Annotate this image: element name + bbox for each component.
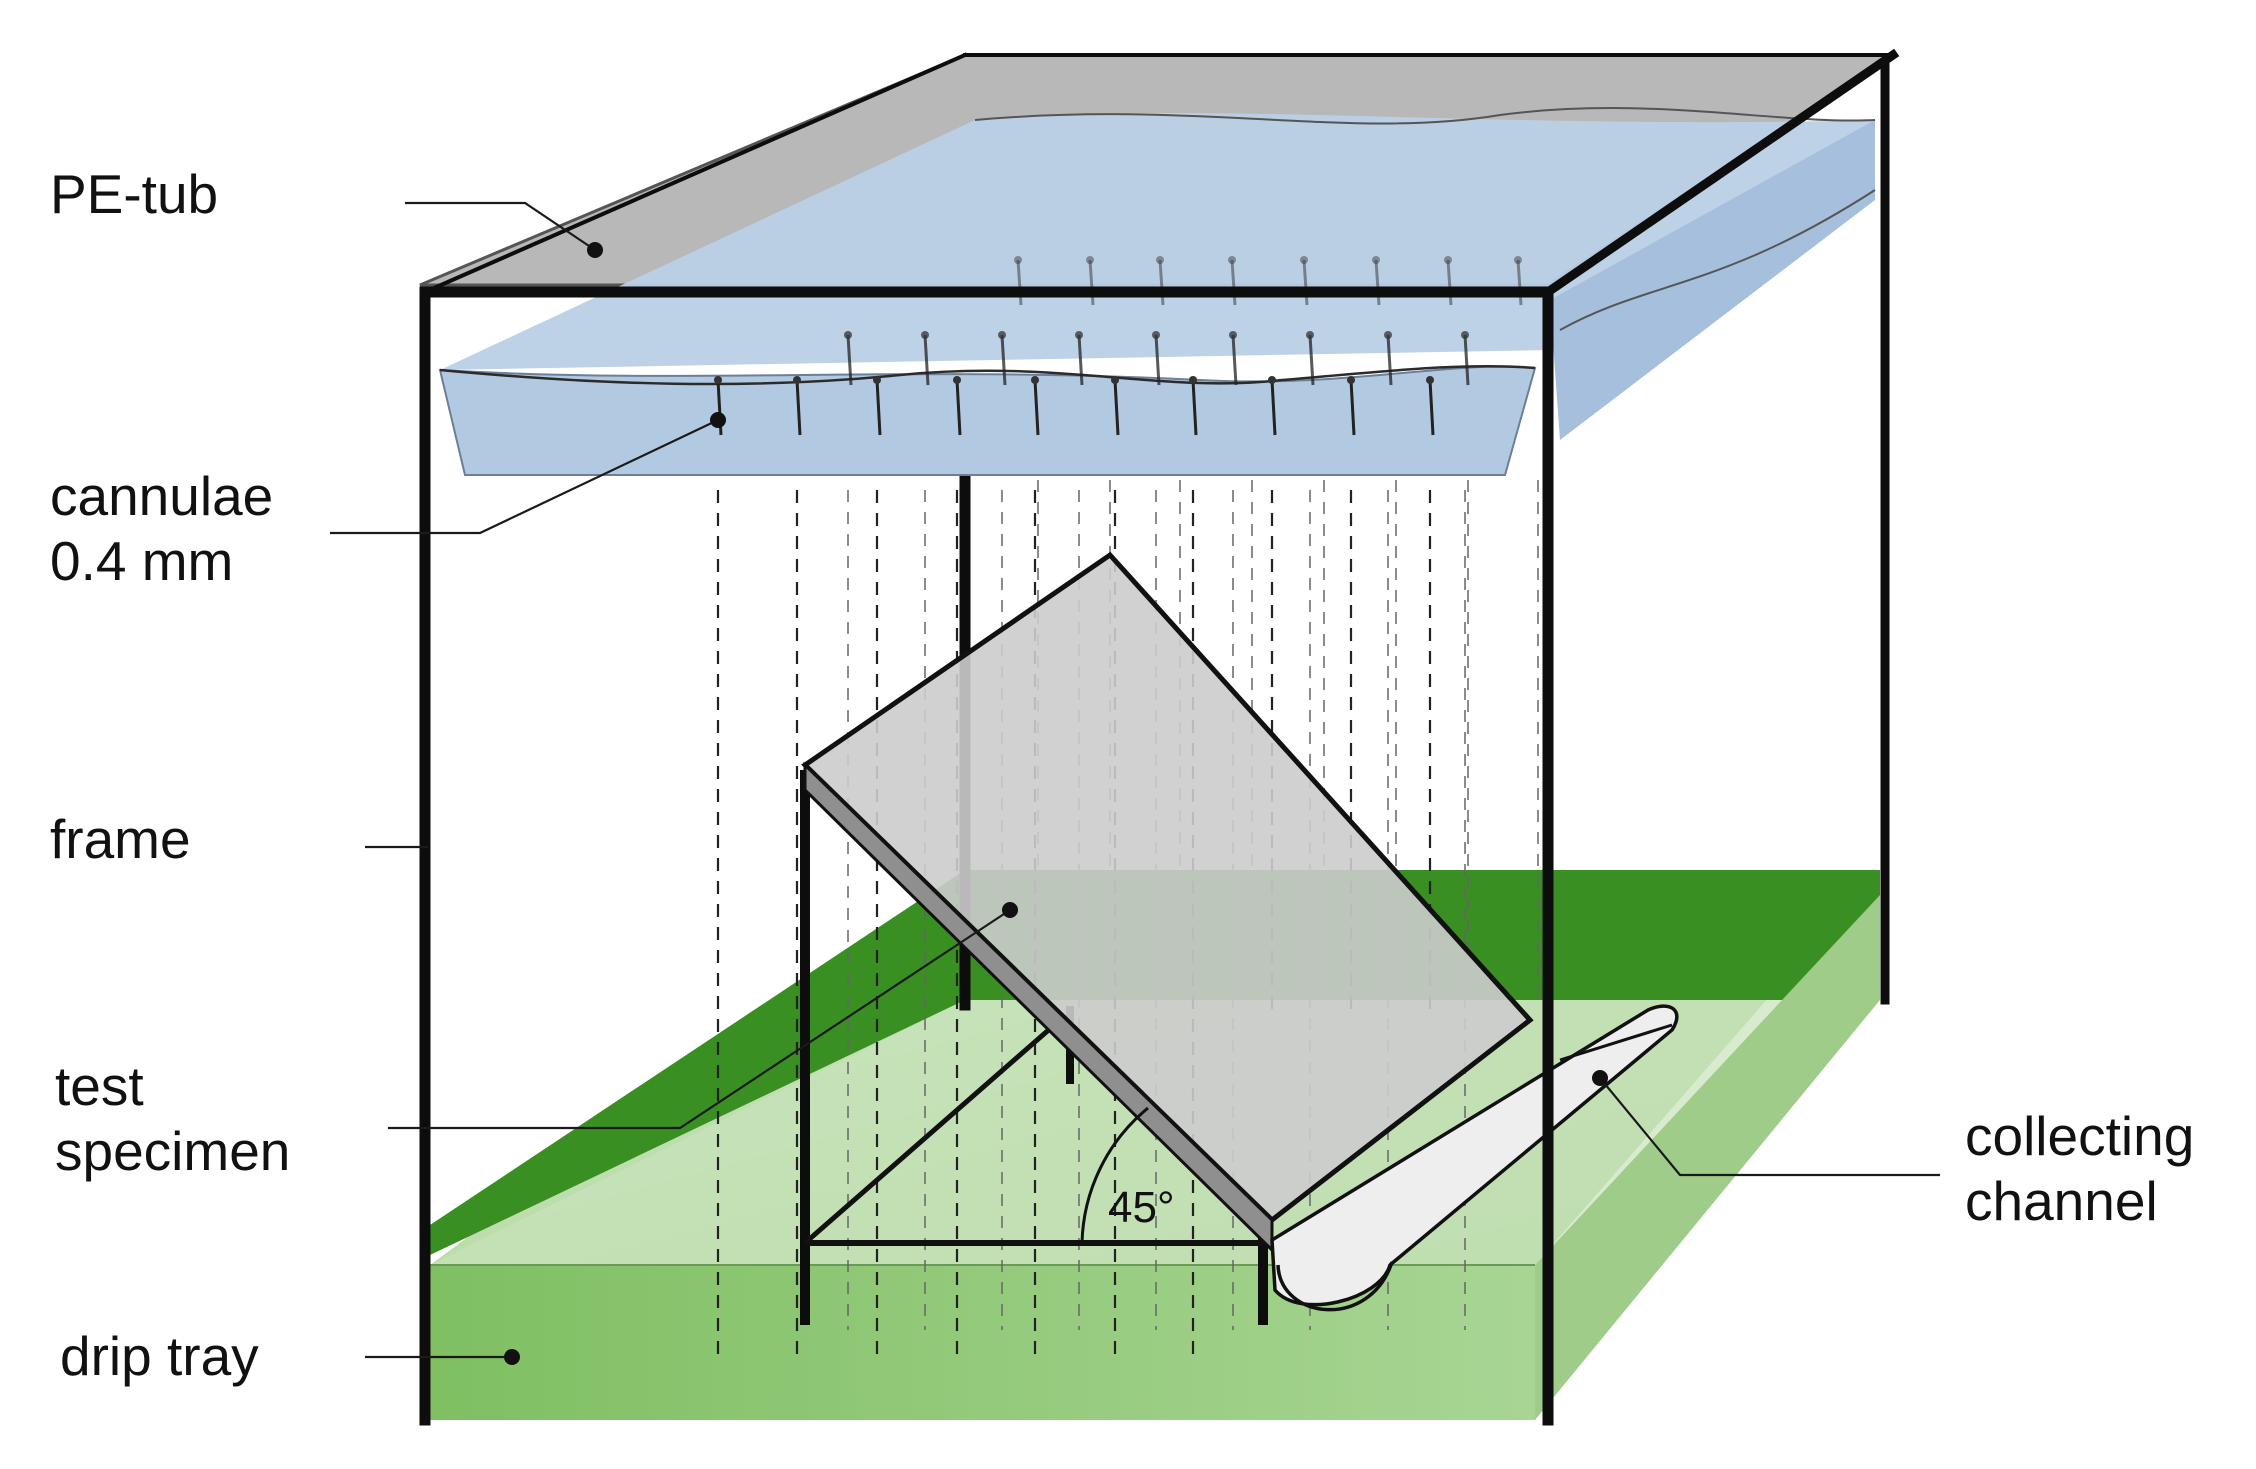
label-drip-tray: drip tray [60,1325,259,1387]
stand-brace [803,1018,1062,1245]
collecting-channel [1270,1004,1679,1312]
label-channel: channel [1965,1170,2158,1232]
cannula-mid-2 [1000,334,1007,386]
frame-top-front [419,286,1554,1426]
cannula-front-5-head [1111,376,1119,384]
cannula-back-1-head [1086,256,1094,264]
cannula-back-7-head [1514,256,1522,264]
drip-tray-front-wall [425,1265,1535,1420]
test-specimen-assembly: 45° [800,551,1534,1325]
cannula-mid-5-head [1229,331,1237,339]
cannula-mid-6-head [1306,331,1314,339]
angle-arc [1080,1106,1149,1244]
label-cannulae-size: 0.4 mm [50,530,233,592]
cannula-front-7-head [1268,376,1276,384]
cannula-front-6-head [1189,376,1197,384]
cannula-front-1 [795,379,802,436]
cannula-front-8 [1349,379,1356,436]
cannulae [714,256,1523,436]
cannula-mid-3 [1077,334,1084,386]
labels: PE-tub cannulae 0.4 mm frame test specim… [50,163,2194,1387]
cannula-front-6 [1191,379,1198,436]
cannula-mid-1-head [921,331,929,339]
drip-tray-right-wall [1535,895,1880,1420]
cannula-front-9-head [1426,376,1434,384]
cannula-front-9 [1428,379,1435,436]
cannula-mid-1 [923,334,930,386]
cannula-front-7 [1270,379,1277,436]
label-test: test [55,1055,144,1117]
drip-tray-left-wall [430,870,965,1255]
cannula-back-6-head [1444,256,1452,264]
cannula-mid-0 [846,334,853,386]
cannula-back-4-head [1300,256,1308,264]
cannula-front-0-head [714,376,722,384]
cannula-front-5 [1113,379,1120,436]
label-specimen: specimen [55,1120,290,1182]
cannula-back-3-head [1228,256,1236,264]
cannula-mid-5 [1231,334,1238,386]
label-frame: frame [50,808,191,870]
pe-tub-water-surface [440,112,1875,371]
cannula-front-4 [1033,379,1040,436]
cannula-mid-3-head [1075,331,1083,339]
label-cannulae: cannulae [50,465,273,527]
cannula-mid-7-head [1384,331,1392,339]
cannula-mid-8-head [1461,331,1469,339]
cannula-front-3 [955,379,962,436]
cannula-front-2 [875,379,882,436]
cannula-mid-4 [1154,334,1161,386]
pe-tub-front-face [438,365,1537,476]
frame-front [419,48,1900,1426]
cannula-mid-6 [1308,334,1315,386]
pe-tub-right-side [1550,120,1875,440]
cannula-front-8-head [1347,376,1355,384]
cannula-front-1-head [793,376,801,384]
cannula-mid-7 [1386,334,1393,386]
label-pe-tub: PE-tub [50,163,218,225]
cannula-back-2-head [1156,256,1164,264]
cannula-mid-4-head [1152,331,1160,339]
cannula-mid-2-head [998,331,1006,339]
pe-tub [419,53,1898,476]
label-collecting: collecting [1965,1105,2194,1167]
cannula-back-5-head [1372,256,1380,264]
cannula-front-4-head [1031,376,1039,384]
cannula-back-0-head [1014,256,1022,264]
cannula-mid-0-head [844,331,852,339]
annotations [330,201,1940,1365]
angle-label: 45° [1108,1183,1175,1232]
cannula-mid-8 [1463,334,1470,386]
cannula-front-2-head [873,376,881,384]
cannula-front-3-head [953,376,961,384]
